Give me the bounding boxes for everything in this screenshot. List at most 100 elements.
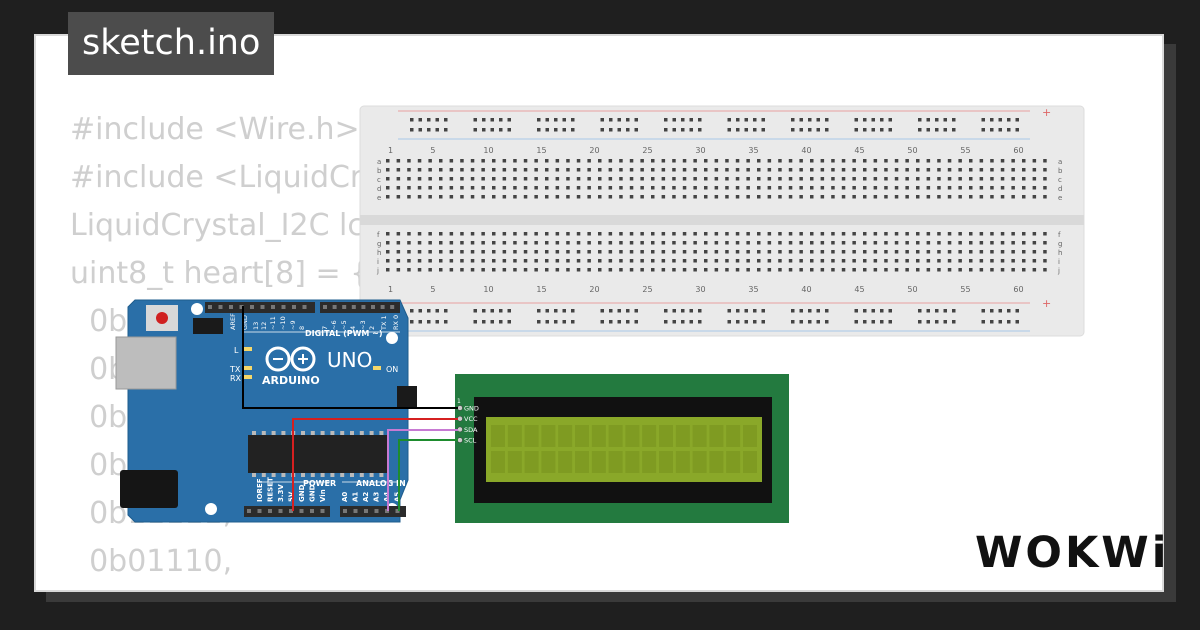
breadboard-hole[interactable] <box>1011 177 1015 181</box>
breadboard-hole[interactable] <box>619 177 623 181</box>
rail-hole[interactable] <box>499 118 503 122</box>
breadboard-hole[interactable] <box>1000 186 1005 190</box>
rail-hole[interactable] <box>473 128 478 132</box>
breadboard-hole[interactable] <box>629 168 634 172</box>
rail-hole[interactable] <box>698 309 702 313</box>
breadboard-hole[interactable] <box>693 186 697 190</box>
breadboard-hole[interactable] <box>969 186 973 190</box>
breadboard-hole[interactable] <box>725 241 729 245</box>
breadboard-hole[interactable] <box>852 186 856 190</box>
breadboard-hole[interactable] <box>894 232 899 236</box>
breadboard-hole[interactable] <box>481 195 485 199</box>
header-pin[interactable] <box>271 305 275 309</box>
breadboard-hole[interactable] <box>820 241 825 245</box>
breadboard-hole[interactable] <box>810 159 814 163</box>
breadboard-hole[interactable] <box>651 177 655 181</box>
breadboard-hole[interactable] <box>926 259 931 263</box>
breadboard-hole[interactable] <box>555 159 560 163</box>
rail-hole[interactable] <box>880 320 884 324</box>
breadboard-hole[interactable] <box>693 232 697 236</box>
breadboard-hole[interactable] <box>810 195 814 199</box>
breadboard-hole[interactable] <box>587 168 591 172</box>
breadboard-hole[interactable] <box>1032 268 1037 272</box>
rail-hole[interactable] <box>545 309 550 313</box>
rail-hole[interactable] <box>600 309 605 313</box>
rail-hole[interactable] <box>444 309 448 313</box>
breadboard-hole[interactable] <box>746 241 750 245</box>
rail-hole[interactable] <box>727 118 732 122</box>
breadboard-hole[interactable] <box>735 250 740 254</box>
rail-hole[interactable] <box>410 118 414 122</box>
breadboard-hole[interactable] <box>863 159 867 163</box>
breadboard-hole[interactable] <box>757 250 761 254</box>
header-pin[interactable] <box>320 509 325 513</box>
breadboard-hole[interactable] <box>778 259 782 263</box>
breadboard-hole[interactable] <box>619 186 623 190</box>
rail-hole[interactable] <box>499 320 503 324</box>
header-pin[interactable] <box>380 305 385 309</box>
breadboard-hole[interactable] <box>545 259 549 263</box>
rail-hole[interactable] <box>753 118 757 122</box>
breadboard-hole[interactable] <box>470 250 475 254</box>
rail-hole[interactable] <box>998 118 1003 122</box>
breadboard-hole[interactable] <box>725 168 729 172</box>
breadboard-hole[interactable] <box>1032 232 1037 236</box>
rail-hole[interactable] <box>871 118 876 122</box>
breadboard-hole[interactable] <box>386 232 390 236</box>
breadboard-hole[interactable] <box>502 232 507 236</box>
breadboard-hole[interactable] <box>725 268 729 272</box>
breadboard-hole[interactable] <box>460 186 464 190</box>
breadboard-hole[interactable] <box>810 250 814 254</box>
rail-hole[interactable] <box>435 118 440 122</box>
breadboard-hole[interactable] <box>428 177 432 181</box>
breadboard-hole[interactable] <box>947 241 952 245</box>
breadboard-hole[interactable] <box>1022 168 1026 172</box>
breadboard-hole[interactable] <box>810 232 814 236</box>
rail-hole[interactable] <box>744 320 749 324</box>
breadboard-hole[interactable] <box>799 268 803 272</box>
breadboard-hole[interactable] <box>852 232 856 236</box>
breadboard-hole[interactable] <box>682 168 687 172</box>
breadboard-hole[interactable] <box>841 250 846 254</box>
breadboard-hole[interactable] <box>714 259 719 263</box>
breadboard-hole[interactable] <box>820 232 825 236</box>
breadboard-hole[interactable] <box>937 159 941 163</box>
rail-hole[interactable] <box>473 309 478 313</box>
breadboard-hole[interactable] <box>598 186 602 190</box>
breadboard-hole[interactable] <box>894 195 899 199</box>
rail-hole[interactable] <box>672 118 677 122</box>
breadboard-hole[interactable] <box>714 168 719 172</box>
breadboard-hole[interactable] <box>979 177 984 181</box>
breadboard-hole[interactable] <box>651 159 655 163</box>
breadboard-hole[interactable] <box>693 195 697 199</box>
breadboard-hole[interactable] <box>545 250 549 254</box>
breadboard-hole[interactable] <box>576 268 581 272</box>
breadboard-hole[interactable] <box>884 186 888 190</box>
rail-hole[interactable] <box>435 309 440 313</box>
breadboard-hole[interactable] <box>492 186 496 190</box>
breadboard-hole[interactable] <box>534 268 538 272</box>
rail-hole[interactable] <box>863 309 867 313</box>
breadboard-hole[interactable] <box>788 259 793 263</box>
breadboard-hole[interactable] <box>725 177 729 181</box>
breadboard-hole[interactable] <box>566 186 570 190</box>
breadboard-hole[interactable] <box>767 268 772 272</box>
breadboard-hole[interactable] <box>884 195 888 199</box>
breadboard-hole[interactable] <box>852 168 856 172</box>
breadboard-hole[interactable] <box>1043 259 1047 263</box>
breadboard-hole[interactable] <box>449 195 454 199</box>
breadboard-hole[interactable] <box>640 232 644 236</box>
breadboard-hole[interactable] <box>513 177 517 181</box>
rail-hole[interactable] <box>1015 118 1020 122</box>
breadboard-hole[interactable] <box>926 159 931 163</box>
breadboard-hole[interactable] <box>831 268 835 272</box>
breadboard-hole[interactable] <box>587 186 591 190</box>
breadboard-hole[interactable] <box>417 268 422 272</box>
breadboard-hole[interactable] <box>502 241 507 245</box>
breadboard-hole[interactable] <box>831 259 835 263</box>
breadboard-hole[interactable] <box>1043 268 1047 272</box>
rail-hole[interactable] <box>736 320 740 324</box>
breadboard-hole[interactable] <box>990 195 994 199</box>
breadboard-hole[interactable] <box>449 250 454 254</box>
breadboard-hole[interactable] <box>1043 241 1047 245</box>
